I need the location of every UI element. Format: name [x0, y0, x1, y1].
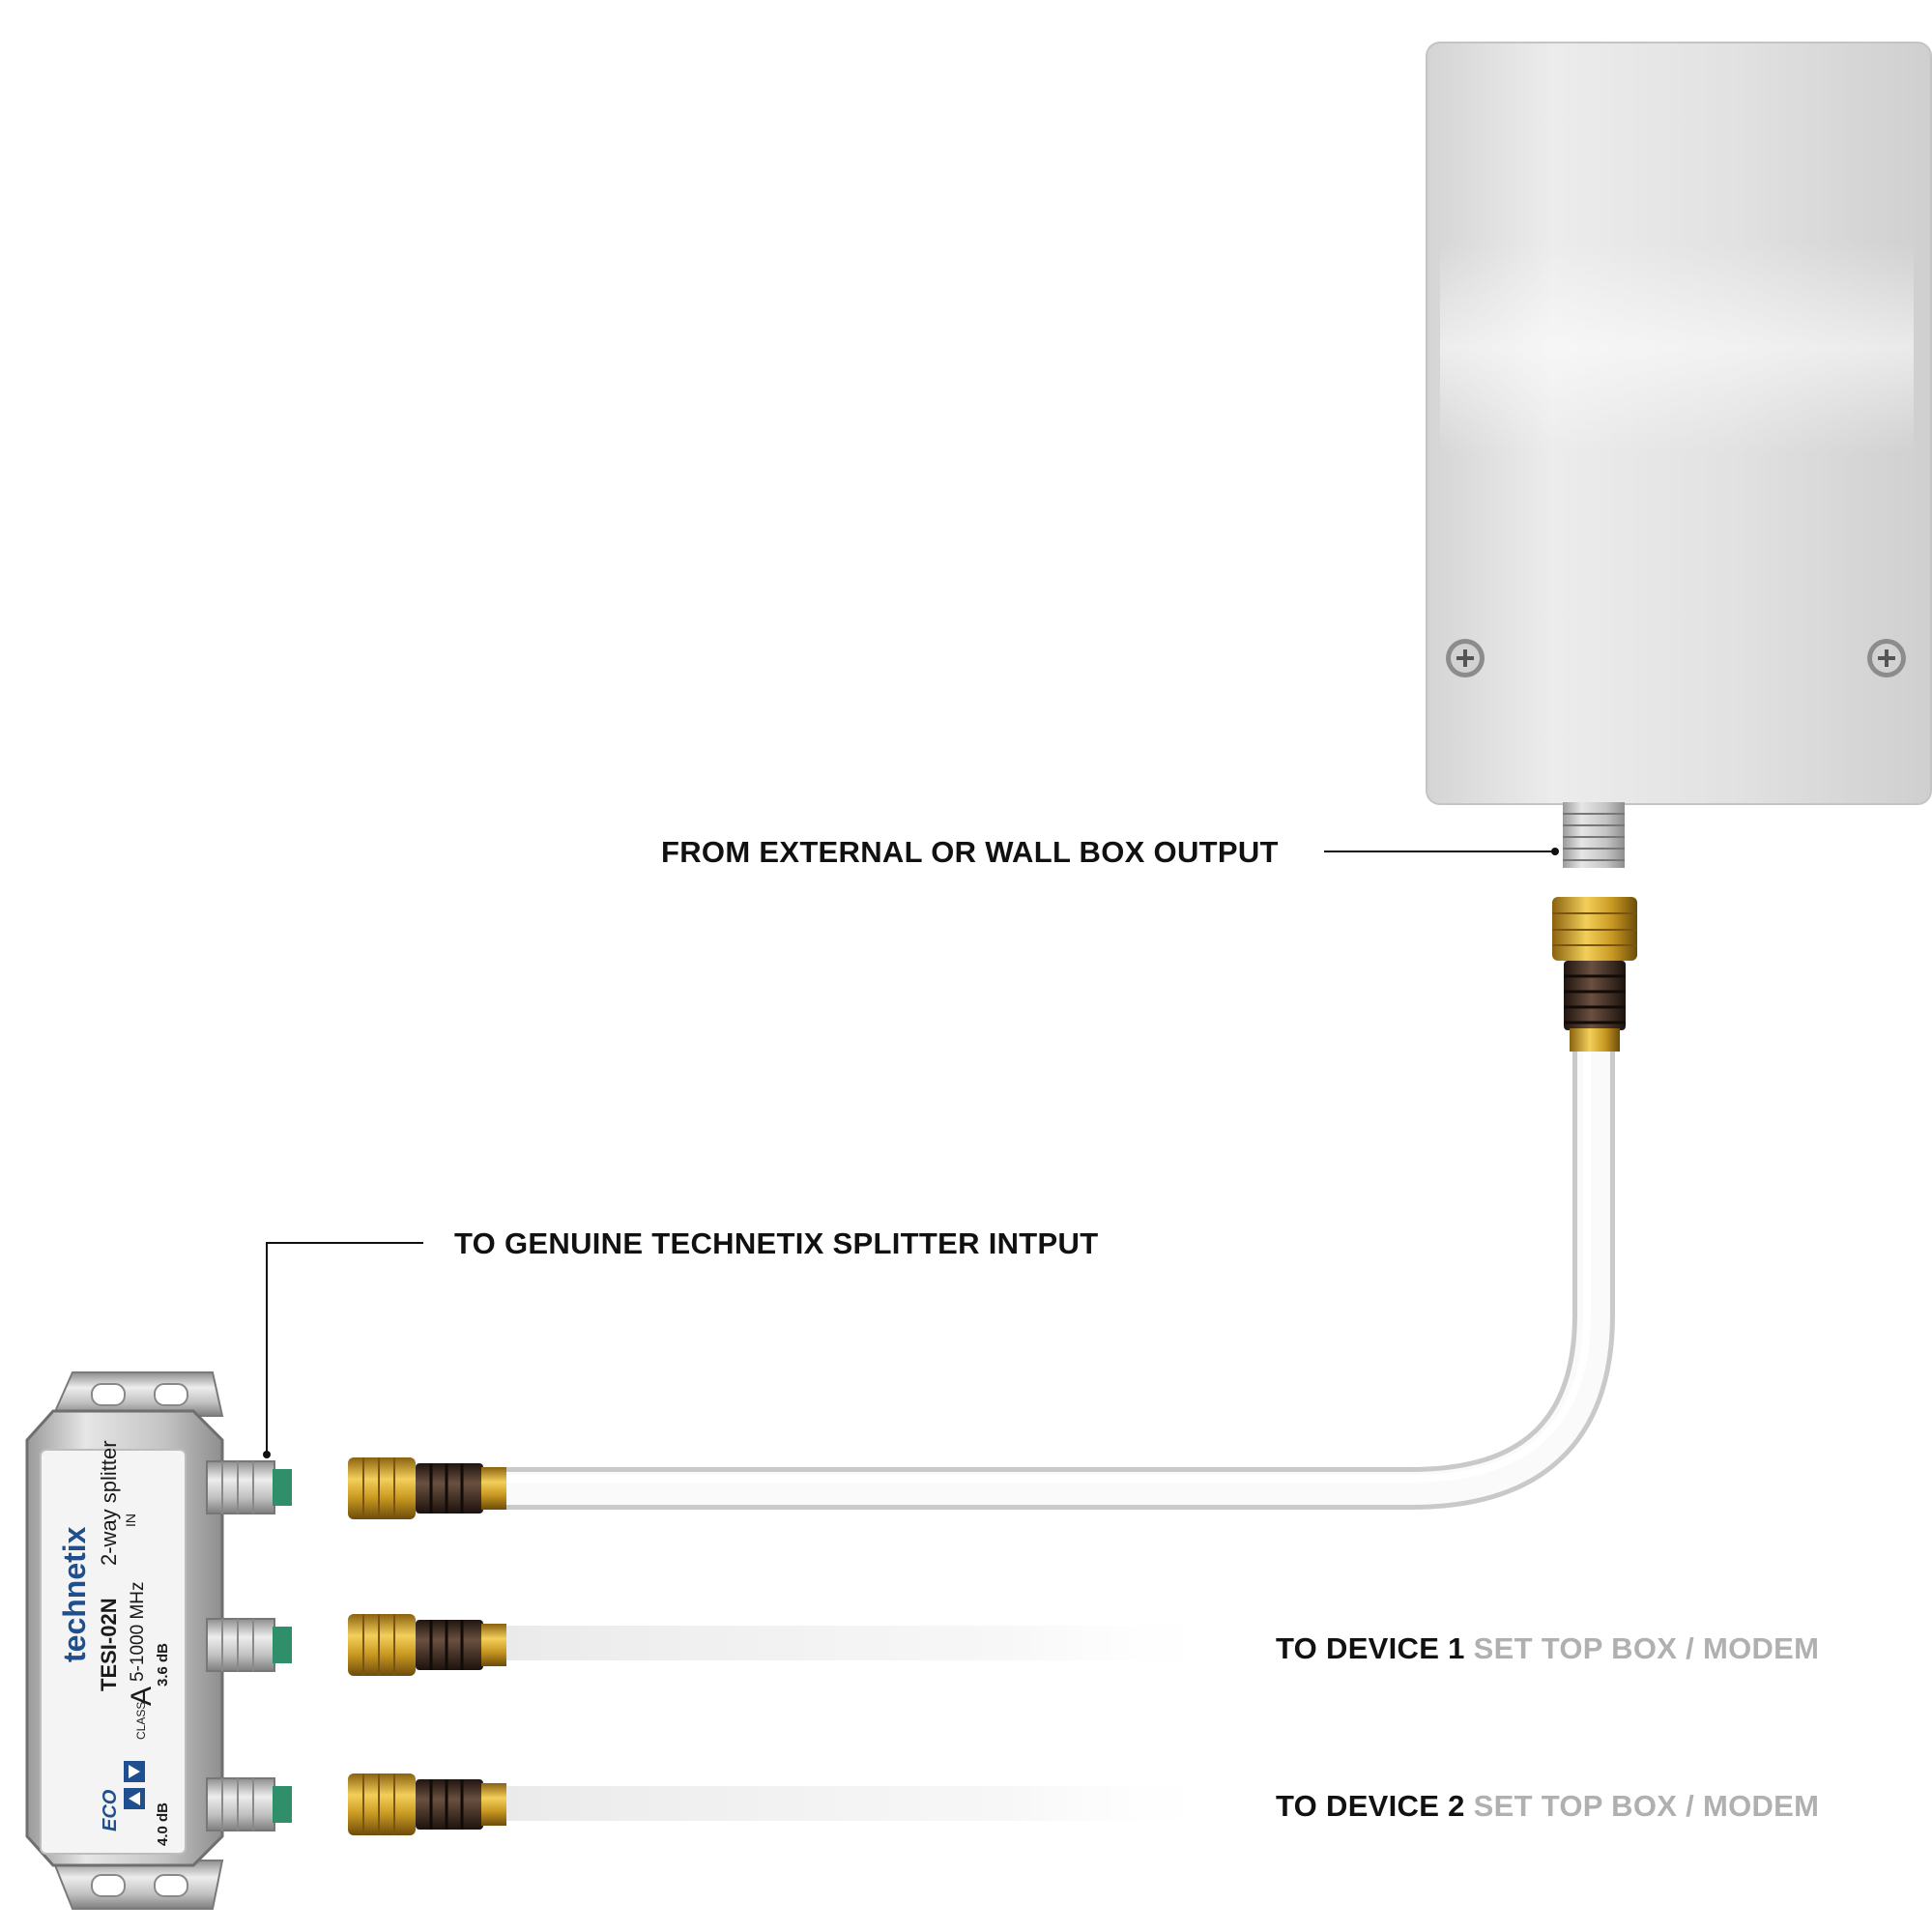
splitter-frequency: 5-1000 MHz	[128, 1582, 148, 1683]
coax-cable-device-2	[498, 1786, 1232, 1821]
splitter-series: ECO	[100, 1789, 121, 1831]
f-plug-input	[348, 1457, 506, 1519]
coax-cable-main	[503, 1049, 1615, 1510]
leader-line-wall-box	[1324, 848, 1559, 855]
label-device-2: TO DEVICE 2 SET TOP BOX / MODEM	[1276, 1791, 1819, 1821]
splitter-loss-1: 3.6 dB	[155, 1643, 171, 1687]
label-splitter-input: TO GENUINE TECHNETIX SPLITTER INTPUT	[454, 1226, 1099, 1260]
splitter-port-in	[206, 1460, 292, 1514]
screw-icon	[1867, 639, 1906, 678]
label-device-2-suffix: SET TOP BOX / MODEM	[1473, 1789, 1820, 1823]
splitter: technetix TESI-02N 2-way splitter 5-1000…	[25, 1371, 292, 1910]
screw-icon	[1446, 639, 1485, 678]
splitter-port-in-label: IN	[123, 1514, 138, 1527]
coax-cable-device-1	[498, 1626, 1232, 1660]
splitter-logo-icon	[124, 1761, 145, 1809]
splitter-model: TESI-02N	[97, 1598, 121, 1691]
splitter-port-out-2	[206, 1777, 292, 1831]
label-wall-box-output: FROM EXTERNAL OR WALL BOX OUTPUT	[661, 835, 1279, 869]
leader-line-splitter	[263, 1242, 423, 1458]
f-plug-output-1	[348, 1614, 506, 1676]
f-plug-vertical	[1552, 897, 1637, 1052]
splitter-loss-2: 4.0 dB	[155, 1802, 171, 1846]
wall-box	[1426, 42, 1932, 868]
label-device-1: TO DEVICE 1 SET TOP BOX / MODEM	[1276, 1633, 1819, 1663]
splitter-brand: technetix	[57, 1526, 92, 1662]
splitter-port-out-1	[206, 1618, 292, 1672]
wall-box-output-connector	[1563, 802, 1625, 868]
splitter-class-mark: A	[126, 1687, 158, 1706]
label-device-1-prefix: TO DEVICE 1	[1276, 1631, 1465, 1665]
splitter-class-text: CLASS	[134, 1702, 148, 1740]
label-device-1-suffix: SET TOP BOX / MODEM	[1473, 1631, 1820, 1665]
f-plug-output-2	[348, 1773, 506, 1835]
splitter-type: 2-way splitter	[97, 1440, 121, 1566]
label-device-2-prefix: TO DEVICE 2	[1276, 1789, 1465, 1823]
